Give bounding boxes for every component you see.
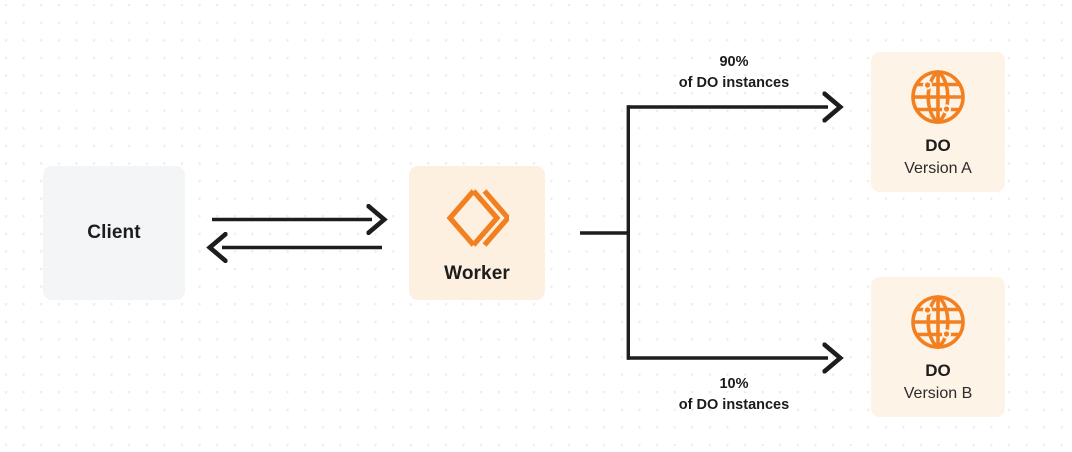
edge-label-10-percent-description: of DO instances — [678, 397, 790, 414]
durable-object-version-b-subtitle: Version B — [903, 384, 973, 402]
client-node-label: Client — [87, 221, 141, 243]
durable-object-version-b-title: DO — [925, 361, 951, 381]
durable-object-version-b-node: DO Version B — [871, 277, 1005, 417]
worker-node: Worker — [409, 166, 545, 300]
edge-label-90-percent-description: of DO instances — [678, 75, 790, 92]
worker-branch-connector — [580, 105, 630, 360]
durable-object-version-a-node: DO Version A — [871, 52, 1005, 192]
globe-icon — [909, 293, 967, 351]
durable-object-version-a-subtitle: Version A — [904, 159, 972, 177]
edge-label-90-percent: 90% of DO instances — [629, 52, 839, 94]
client-node: Client — [43, 166, 185, 300]
edge-label-10-percent-value: 10% — [719, 376, 749, 392]
worker-node-label: Worker — [444, 262, 510, 284]
globe-icon — [909, 68, 967, 126]
cloudflare-workers-icon — [445, 188, 512, 248]
edge-label-90-percent-value: 90% — [719, 54, 749, 70]
durable-object-version-a-title: DO — [925, 136, 951, 156]
edge-label-10-percent: 10% of DO instances — [629, 374, 839, 416]
